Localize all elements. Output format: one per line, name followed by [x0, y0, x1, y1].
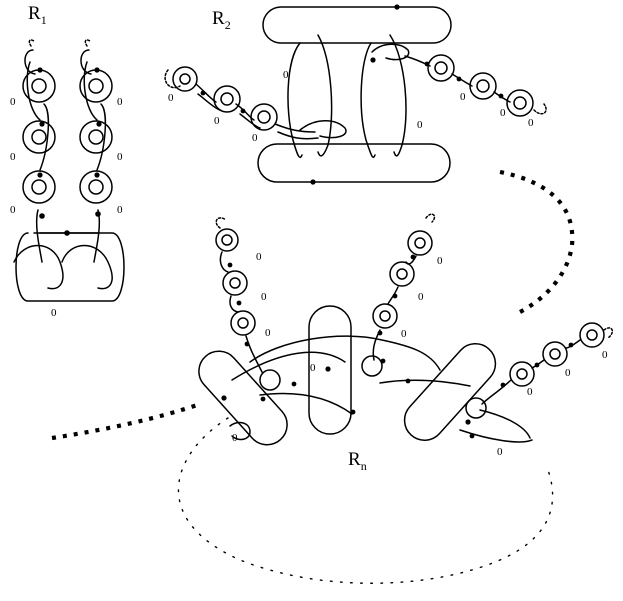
rn-center-loop	[308, 305, 352, 435]
label-r1: R1	[28, 3, 47, 27]
svg-text:0: 0	[256, 251, 262, 263]
label-r2: R2	[212, 8, 231, 32]
svg-text:0: 0	[417, 119, 423, 131]
region-r2: R2 0 0	[164, 4, 547, 185]
svg-text:0: 0	[527, 386, 533, 398]
thick-dashed-arc-left	[51, 402, 201, 441]
label-rn: Rn	[348, 449, 367, 473]
svg-text:0: 0	[265, 327, 271, 339]
svg-text:0: 0	[437, 255, 443, 267]
svg-text:0: 0	[565, 367, 571, 379]
rn-chain-right: 0 0 0	[481, 322, 614, 405]
svg-text:0: 0	[51, 307, 57, 319]
svg-text:0: 0	[310, 362, 316, 374]
region-r1: R1 0	[10, 3, 125, 319]
svg-text:0: 0	[528, 117, 534, 129]
svg-text:0: 0	[214, 115, 220, 127]
svg-text:0: 0	[283, 69, 289, 81]
thin-dotted-arc-bottom	[177, 417, 554, 584]
r1-ring-column-left	[22, 39, 56, 204]
svg-text:0: 0	[602, 349, 608, 361]
rn-right-loop	[403, 343, 497, 441]
rn-left-loop	[198, 350, 288, 446]
r2-chain-right: 0 0 0	[404, 54, 547, 129]
svg-text:0: 0	[261, 291, 267, 303]
svg-text:0: 0	[168, 92, 174, 104]
svg-text:0: 0	[252, 132, 258, 144]
svg-text:0: 0	[497, 446, 503, 458]
svg-text:0: 0	[117, 204, 123, 216]
r2-top-loop	[262, 6, 452, 44]
thick-dashed-arc-right	[499, 169, 575, 316]
r2-bottom-loop	[257, 143, 451, 183]
svg-text:0: 0	[117, 96, 123, 108]
r2-vertical-strands	[287, 34, 407, 159]
r2-chain-left: 0 0 0	[164, 66, 319, 144]
svg-text:0: 0	[418, 291, 424, 303]
svg-text:0: 0	[460, 91, 466, 103]
svg-text:0: 0	[10, 204, 16, 216]
r1-bottom-clasp: 0	[13, 209, 125, 319]
svg-text:0: 0	[10, 151, 16, 163]
continuation-arcs	[51, 169, 575, 584]
r1-framing-labels: 0 0 0 0 0 0	[10, 96, 123, 216]
rn-chain-up-right: 0 0 0	[372, 213, 443, 361]
rn-chain-up-left: 0 0 0	[215, 217, 271, 373]
r1-ring-column-right	[79, 39, 113, 204]
svg-text:0: 0	[117, 151, 123, 163]
svg-text:0: 0	[10, 96, 16, 108]
region-rn: Rn 0 0 0	[198, 213, 614, 473]
svg-text:0: 0	[401, 328, 407, 340]
svg-text:0: 0	[500, 107, 506, 119]
